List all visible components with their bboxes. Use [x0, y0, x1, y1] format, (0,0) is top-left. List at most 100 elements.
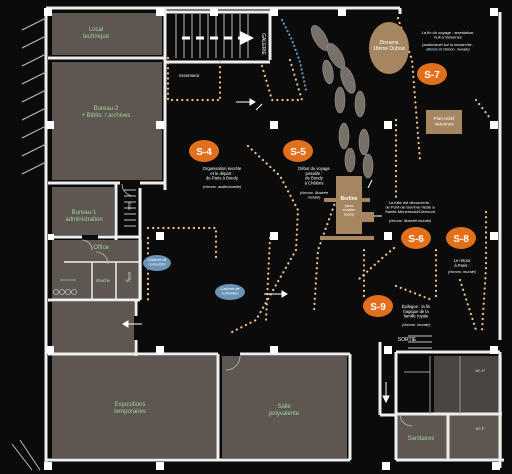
room-local-technique[interactable]: [52, 13, 162, 55]
visit-path: [146, 16, 492, 336]
stair-dark: [124, 189, 136, 227]
horse-icon: [322, 59, 334, 85]
pillars: [44, 8, 500, 470]
station-s4-sub: (chrono. audiovisuelle): [203, 185, 242, 189]
cabinet-icon[interactable]: [215, 284, 245, 300]
pillar: [270, 346, 278, 354]
fixture-icon: [53, 289, 59, 295]
path-segment: [226, 144, 300, 336]
pillar: [384, 121, 392, 129]
room-wc-block: [434, 356, 502, 414]
berline-step-icon: [358, 212, 374, 222]
pillar: [384, 232, 392, 240]
path-segment: [264, 236, 272, 322]
station-s8-badge-icon[interactable]: [446, 227, 476, 249]
pillar: [270, 232, 278, 240]
entry-arrow: [182, 31, 254, 45]
station-s9-badge-icon[interactable]: [363, 295, 393, 317]
station-s4-badge-icon[interactable]: [189, 140, 219, 162]
flow-arrow: [367, 179, 373, 189]
fixture-icon: [59, 289, 65, 295]
left-rooms: [52, 13, 502, 460]
station-s7-sub: (audiovisuel sur la monarchie ,décors et…: [422, 43, 474, 51]
station-s7-label: S-7: [424, 70, 440, 81]
pillar: [156, 462, 164, 470]
label-sanitaires: Sanitaires: [408, 436, 435, 442]
horse-icon: [354, 90, 366, 118]
diorama-icon[interactable]: [369, 22, 409, 74]
station-s5-badge-icon[interactable]: [283, 140, 313, 162]
berline-label: Berline: [341, 196, 358, 202]
station-s7-badge-icon[interactable]: [417, 63, 447, 85]
horse-figures: [310, 25, 374, 179]
pillar: [270, 121, 278, 129]
wc-fixtures: [53, 183, 413, 427]
station-s5-label: S-5: [290, 147, 306, 158]
plan-relief-icon[interactable]: [426, 110, 462, 134]
cabinet-icon[interactable]: [143, 255, 171, 271]
label-galerie: GALERIE: [260, 33, 266, 55]
label-ascenseur: Ascenseur: [179, 73, 200, 78]
label-dark-2: dark: [127, 272, 132, 281]
station-s6-text: La fuite est découverte :de Pont-de-Somm…: [385, 200, 436, 214]
label-wc: wc: [125, 278, 130, 283]
room-salle-polyvalente[interactable]: [222, 356, 347, 458]
pillar: [490, 8, 498, 16]
station-s4[interactable]: S-4: [189, 140, 219, 162]
station-s7[interactable]: S-7: [417, 63, 447, 85]
label-bureau-2: Bureau-2+ Biblio. / archives: [82, 106, 131, 119]
horse-icon: [358, 128, 370, 156]
pillar: [44, 8, 52, 16]
path-segment: [170, 98, 220, 104]
pillar: [46, 346, 54, 354]
room-west-corridor: [52, 302, 134, 356]
station-s9[interactable]: S-9: [363, 295, 393, 317]
stair-west-outside: [21, 17, 47, 175]
fixture-icon: [71, 289, 77, 295]
pillar: [490, 121, 498, 129]
room-bureau-1[interactable]: [52, 187, 114, 235]
path-segment: [480, 210, 488, 332]
stair-southwest: [11, 439, 41, 471]
station-s5[interactable]: S-5: [283, 140, 313, 162]
station-s6[interactable]: S-6: [401, 227, 431, 249]
pillar: [490, 346, 498, 354]
station-s6-label: S-6: [408, 234, 424, 245]
pillar: [490, 232, 498, 240]
label-wc-h: wc.H: [475, 368, 484, 373]
flow-arrow-head: [281, 290, 288, 298]
station-s8-sub: (chrono. murale): [448, 270, 477, 274]
room-bureau-2[interactable]: [52, 62, 162, 180]
path-segment: [458, 278, 478, 332]
station-s6-badge-icon[interactable]: [401, 227, 431, 249]
station-badges: S-4 S-5 S-6 S-7 S-8 S-9: [189, 63, 476, 317]
horse-icon: [338, 122, 350, 150]
pillar: [270, 8, 278, 16]
walls: [44, 6, 504, 470]
door-swing-icon: [121, 183, 135, 197]
interior-lines: [60, 279, 461, 414]
station-s8-label: S-8: [453, 234, 469, 245]
station-s8[interactable]: S-8: [446, 227, 476, 249]
horse-icon: [334, 86, 346, 114]
station-s4-label: S-4: [196, 147, 212, 158]
station-s7-text: La fin du voyage : arrestation,nuit à Va…: [422, 30, 475, 40]
pillar: [382, 462, 390, 470]
path-segment: [356, 246, 396, 282]
horse-icon: [340, 66, 356, 94]
room-expositions[interactable]: [52, 356, 217, 458]
label-wc-f: wc.F: [476, 426, 485, 431]
horse-icon: [362, 153, 374, 179]
pillar: [210, 8, 218, 16]
station-s9-label: S-9: [370, 302, 386, 313]
pillar: [384, 346, 392, 354]
